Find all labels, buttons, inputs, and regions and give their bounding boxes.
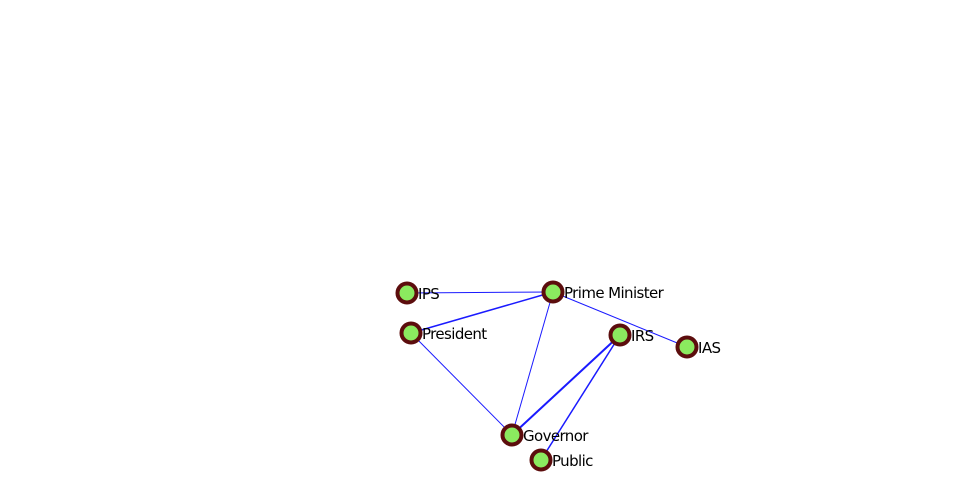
edge-ips-prime-minister [406,291,554,294]
node-circle[interactable] [541,280,565,304]
node-prime-minister[interactable]: Prime Minister [541,280,665,304]
edge-president-governor [410,332,513,436]
edge-prime-minister-ias [552,291,688,348]
edge-prime-minister-governor [511,291,554,436]
node-governor[interactable]: Governor [500,423,590,447]
node-label: Governor [523,427,589,445]
node-irs[interactable]: IRS [608,323,654,347]
node-circle[interactable] [675,335,699,359]
node-circle[interactable] [500,423,524,447]
node-president[interactable]: President [399,321,488,345]
edge-president-prime-minister [410,291,554,334]
edges-layer [406,291,688,461]
node-label: IPS [418,285,439,303]
node-label: President [422,325,487,343]
edge-irs-public [540,334,621,461]
node-label: IRS [631,327,654,345]
edge-irs-governor [511,334,621,436]
node-public[interactable]: Public [529,448,594,472]
node-label: Prime Minister [564,284,665,302]
node-circle[interactable] [529,448,553,472]
node-label: Public [552,452,593,470]
node-circle[interactable] [399,321,423,345]
node-label: IAS [698,339,720,357]
node-circle[interactable] [395,281,419,305]
node-ips[interactable]: IPS [395,281,440,305]
node-ias[interactable]: IAS [675,335,721,359]
node-circle[interactable] [608,323,632,347]
